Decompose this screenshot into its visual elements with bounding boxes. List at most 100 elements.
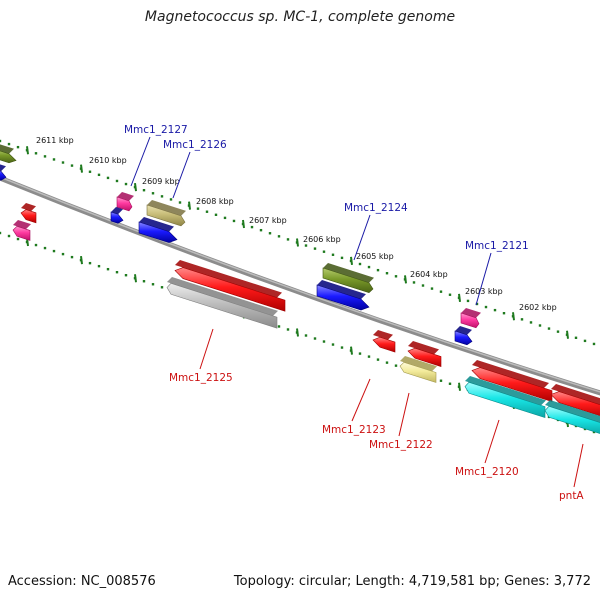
gene-label-pntA-leader bbox=[573, 443, 584, 488]
outer-ring-dot bbox=[583, 339, 587, 343]
inner-ring-major-tick bbox=[134, 274, 137, 283]
outer-ring-dot bbox=[340, 256, 344, 260]
outer-ring-dot bbox=[376, 268, 380, 272]
genome-summary-text: Topology: circular; Length: 4,719,581 bp… bbox=[233, 574, 591, 589]
outer-ring-dot bbox=[223, 216, 227, 220]
gene-red-mmc1-2120 bbox=[471, 367, 553, 403]
gene-blue-small-1 bbox=[110, 211, 124, 224]
outer-ring-dot bbox=[520, 318, 524, 321]
outer-ring-dot bbox=[421, 284, 425, 287]
gene-red-pntA bbox=[550, 391, 600, 416]
outer-ring-dot bbox=[277, 235, 281, 238]
outer-ring-dot bbox=[448, 293, 452, 296]
outer-ring-dot bbox=[115, 179, 119, 183]
inner-ring-dot bbox=[88, 261, 92, 265]
gene-pink-mmc1-2121-top bbox=[461, 308, 481, 318]
gene-label-mmc1-2122: Mmc1_2122 bbox=[369, 439, 433, 451]
inner-ring-major-tick bbox=[458, 382, 461, 391]
outer-ring-dot bbox=[88, 170, 92, 173]
gene-label-mmc1-2125-leader bbox=[199, 328, 214, 370]
outer-ring-dot bbox=[7, 142, 11, 146]
outer-ring-dot bbox=[214, 213, 218, 216]
outer-ring-dot bbox=[169, 198, 173, 201]
outer-ring-dot bbox=[196, 207, 200, 210]
inner-ring-dot bbox=[358, 352, 362, 355]
gene-blue-edge bbox=[0, 170, 7, 181]
gene-label-mmc1-2122-leader bbox=[398, 392, 410, 437]
gene-olive-mmc1-2124-top bbox=[323, 263, 374, 283]
inner-ring-dot bbox=[286, 328, 290, 331]
inner-ring-dot bbox=[142, 280, 146, 283]
gene-yellow-mmc1-2122 bbox=[399, 361, 437, 383]
outer-ring-dot bbox=[592, 342, 596, 346]
gene-pink-mmc1-2127-top bbox=[117, 192, 134, 201]
inner-ring-dot bbox=[439, 379, 443, 382]
tick-label: 2608 kbp bbox=[196, 197, 234, 206]
gene-labels: Mmc1_2127Mmc1_2126Mmc1_2124Mmc1_2121Mmc1… bbox=[124, 124, 584, 502]
outer-ring-dot bbox=[250, 225, 254, 229]
gene-label-mmc1-2120: Mmc1_2120 bbox=[455, 466, 519, 478]
inner-ring-dot bbox=[385, 361, 389, 364]
gene-red-pntA-top bbox=[551, 384, 600, 405]
outer-ring-dot bbox=[493, 308, 497, 312]
outer-ring-dot bbox=[151, 192, 155, 195]
outer-ring-dot bbox=[394, 275, 398, 278]
inner-ring-major-tick bbox=[296, 328, 299, 337]
gene-blue-small-1-top bbox=[111, 207, 123, 215]
inner-ring-dot bbox=[0, 231, 2, 235]
gene-blue-mmc1-2126-top bbox=[139, 217, 174, 232]
gene-label-mmc1-2126: Mmc1_2126 bbox=[163, 139, 227, 151]
gene-red-edge-top bbox=[21, 203, 36, 212]
gene-label-mmc1-2125: Mmc1_2125 bbox=[169, 372, 233, 384]
inner-ring-dot bbox=[367, 355, 371, 358]
tick-label: 2607 kbp bbox=[249, 216, 287, 225]
gene-label-mmc1-2124-leader bbox=[353, 214, 371, 261]
outer-ring-dot bbox=[142, 189, 146, 192]
inner-ring-dot bbox=[43, 246, 47, 250]
inner-ring-dot bbox=[151, 283, 155, 286]
backbone-line bbox=[0, 175, 600, 396]
outer-ring-major-tick bbox=[458, 293, 461, 302]
tick-label: 2604 kbp bbox=[410, 270, 448, 279]
tick-label: 2603 kbp bbox=[465, 287, 503, 296]
inner-ring-dot bbox=[97, 264, 101, 268]
outer-ring-dot bbox=[547, 327, 551, 330]
gene-pink-mmc1-2121 bbox=[460, 312, 480, 329]
gene-yellow-mmc1-2122-top bbox=[400, 356, 437, 372]
inner-ring-major-tick bbox=[80, 256, 83, 265]
gene-label-pntA: pntA bbox=[559, 490, 584, 502]
gene-label-mmc1-2124: Mmc1_2124 bbox=[344, 202, 408, 214]
outer-ring-dot bbox=[529, 321, 533, 324]
gene-pink-mmc1-2127 bbox=[116, 196, 133, 212]
outer-ring-major-tick bbox=[296, 238, 299, 247]
outer-ring-dot bbox=[52, 158, 56, 161]
inner-ring-dot bbox=[376, 358, 380, 361]
inner-ring-dot bbox=[448, 382, 452, 385]
inner-ring-dot bbox=[70, 255, 74, 259]
gene-gray-mmc1-2125-top bbox=[167, 277, 278, 316]
inner-ring-dot bbox=[277, 325, 281, 328]
inner-ring-dot bbox=[331, 343, 335, 346]
inner-ring-dot bbox=[124, 274, 128, 277]
inner-ring-dot bbox=[340, 346, 344, 349]
inner-ring-dot bbox=[322, 340, 326, 343]
gene-cyan-pntA-top bbox=[545, 400, 600, 423]
outer-ring-major-tick bbox=[26, 146, 29, 155]
outer-ring-dot bbox=[286, 238, 290, 241]
outer-ring-dot bbox=[160, 195, 164, 198]
outer-ring-major-tick bbox=[512, 312, 515, 321]
gene-pink-edge bbox=[12, 225, 31, 241]
gene-blue-mmc1-2124-top bbox=[317, 280, 366, 300]
gene-cyan-pntA bbox=[544, 405, 600, 434]
genome-backbone bbox=[0, 175, 600, 396]
outer-ring-dot bbox=[268, 232, 272, 235]
tick-label: 2611 kbp bbox=[36, 136, 74, 145]
outer-ring-dot bbox=[124, 182, 128, 186]
gene-olive-edge-top bbox=[0, 144, 14, 154]
outer-ring-dot bbox=[358, 262, 362, 266]
outer-ring-dot bbox=[304, 244, 308, 247]
gene-blue-mmc1-2126 bbox=[138, 221, 178, 243]
outer-ring-dot bbox=[412, 281, 416, 284]
outer-ring-dot bbox=[0, 139, 2, 143]
outer-ring-major-tick bbox=[350, 256, 353, 266]
